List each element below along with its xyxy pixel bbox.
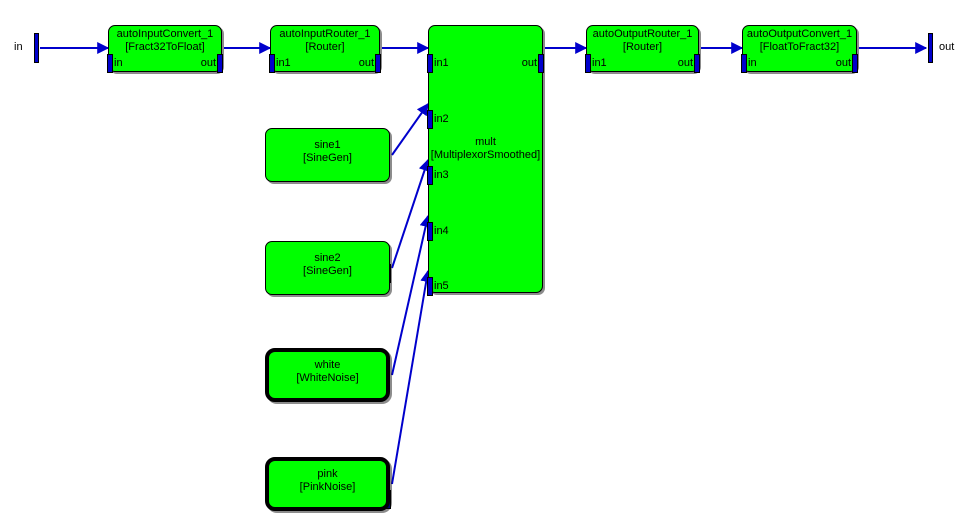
port-mult-in3[interactable] — [427, 166, 433, 185]
output-terminal-label: out — [939, 41, 955, 53]
input-terminal[interactable] — [34, 33, 39, 63]
block-mult-title: mult — [475, 136, 496, 148]
block-white-title: white — [314, 359, 341, 371]
block-autoOutputConvert-title: autoOutputConvert_1 — [746, 28, 853, 40]
block-autoOutputRouter-type: [Router] — [622, 41, 663, 53]
port-mult-in5[interactable] — [427, 277, 433, 296]
port-label-mult-in3: in3 — [434, 169, 449, 181]
port-label-mult-out: out — [521, 57, 537, 69]
port-label-autoInputRouter-out: out — [358, 57, 374, 69]
block-mult[interactable] — [428, 25, 543, 293]
block-pink[interactable] — [265, 457, 390, 511]
port-mult-in4[interactable] — [427, 222, 433, 241]
block-white-type: [WhiteNoise] — [296, 372, 359, 384]
port-autoOutputConvert-in[interactable] — [741, 54, 747, 73]
port-label-autoInputConvert-in: in — [114, 57, 123, 69]
wire-sine1-to-mult-in2[interactable] — [391, 103, 429, 156]
block-pink-title: pink — [317, 468, 338, 480]
port-mult-in2[interactable] — [427, 110, 433, 129]
block-sine1-type: [SineGen] — [303, 152, 352, 164]
port-label-autoOutputConvert-in: in — [748, 57, 757, 69]
wire-pink-to-mult-in5[interactable] — [391, 269, 433, 485]
port-label-autoOutputRouter-in1: in1 — [592, 57, 607, 69]
block-mult-type: [MultiplexorSmoothed] — [430, 149, 541, 161]
port-autoInputConvert-out[interactable] — [217, 54, 223, 73]
port-label-autoOutputConvert-out: out — [835, 57, 851, 69]
port-mult-out[interactable] — [538, 54, 544, 73]
block-pink-type: [PinkNoise] — [299, 481, 356, 493]
port-label-mult-in4: in4 — [434, 225, 449, 237]
port-autoInputRouter-out[interactable] — [375, 54, 381, 73]
block-autoInputConvert-title: autoInputConvert_1 — [116, 28, 214, 40]
block-autoOutputRouter[interactable] — [586, 25, 699, 72]
port-autoInputConvert-in[interactable] — [107, 54, 113, 73]
port-label-mult-in1: in1 — [434, 57, 449, 69]
block-sine1[interactable] — [265, 128, 390, 182]
port-autoOutputRouter-out[interactable] — [694, 54, 700, 73]
wire-white-to-mult-in4[interactable] — [391, 214, 432, 376]
port-label-mult-in2: in2 — [434, 113, 449, 125]
port-mult-in1[interactable] — [427, 54, 433, 73]
block-sine2-type: [SineGen] — [303, 265, 352, 277]
block-autoInputConvert-type: [Fract32ToFloat] — [125, 41, 205, 53]
port-autoOutputRouter-in1[interactable] — [585, 54, 591, 73]
block-autoOutputConvert[interactable] — [742, 25, 857, 72]
block-sine2[interactable] — [265, 241, 390, 295]
block-autoInputRouter-type: [Router] — [305, 41, 345, 53]
block-sine1-title: sine1 — [314, 139, 341, 151]
port-autoInputRouter-in1[interactable] — [269, 54, 275, 73]
output-terminal[interactable] — [928, 33, 933, 63]
input-terminal-label: in — [14, 41, 23, 53]
port-autoOutputConvert-out[interactable] — [852, 54, 858, 73]
block-autoInputRouter[interactable] — [270, 25, 380, 72]
block-autoOutputConvert-type: [FloatToFract32] — [759, 41, 840, 53]
block-autoInputConvert[interactable] — [108, 25, 222, 72]
block-autoInputRouter-title: autoInputRouter_1 — [279, 28, 371, 40]
port-label-autoOutputRouter-out: out — [677, 57, 693, 69]
block-autoOutputRouter-title: autoOutputRouter_1 — [592, 28, 693, 40]
port-label-autoInputConvert-out: out — [200, 57, 216, 69]
wire-sine2-to-mult-in3[interactable] — [391, 158, 431, 269]
block-white[interactable] — [265, 348, 390, 402]
port-label-mult-in5: in5 — [434, 280, 449, 292]
block-sine2-title: sine2 — [314, 252, 341, 264]
port-label-autoInputRouter-in1: in1 — [276, 57, 291, 69]
